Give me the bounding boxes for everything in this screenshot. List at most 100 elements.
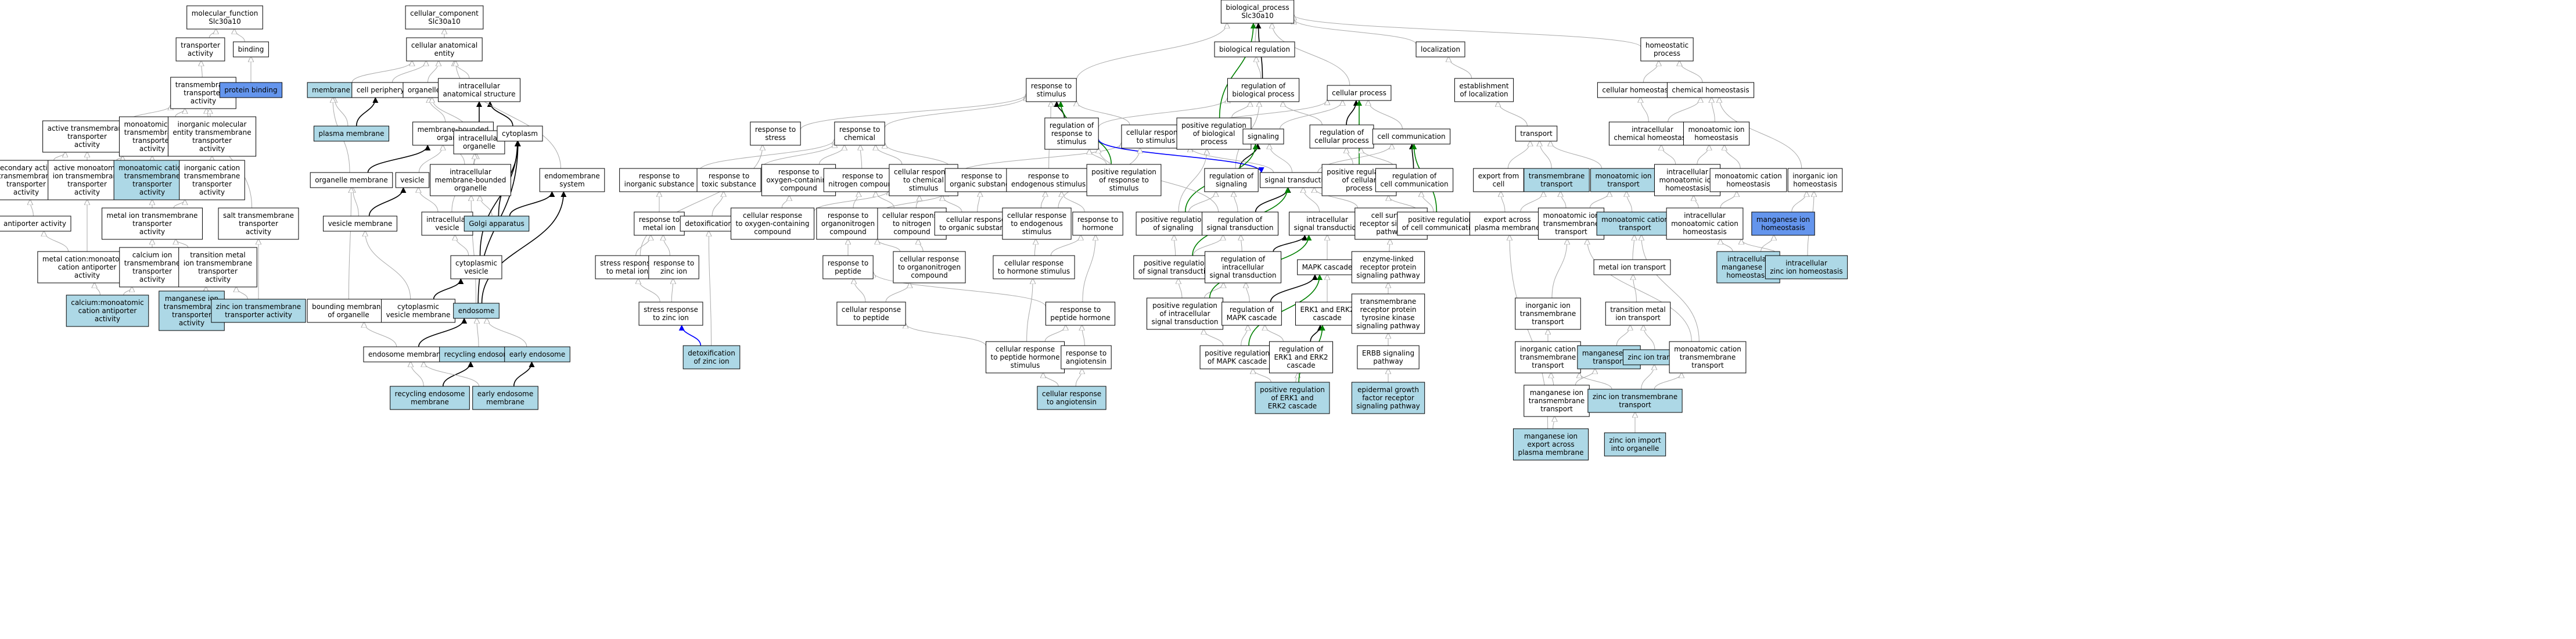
relation-edge-isa xyxy=(391,61,426,83)
go-term-label: response to xyxy=(1031,82,1072,90)
go-term-box xyxy=(1269,341,1334,374)
go-term-node: endosome xyxy=(453,303,500,319)
relation-edge-part xyxy=(1270,274,1318,303)
relation-edge-isa xyxy=(1303,188,1320,213)
go-term-label: binding xyxy=(238,45,264,53)
go-term-label: transmembrane xyxy=(1543,220,1600,228)
go-term-label: cellular response xyxy=(882,211,942,220)
go-term-label: stimulus xyxy=(1022,228,1052,236)
go-term-label: homeostasis xyxy=(1665,184,1709,192)
go-term-box xyxy=(1086,164,1162,196)
relation-edge-isa xyxy=(876,192,894,209)
go-term-label: to zinc ion xyxy=(653,314,689,322)
relation-edge-part xyxy=(1310,325,1323,342)
go-term-label: system xyxy=(559,180,584,188)
go-term-box xyxy=(211,299,306,323)
go-term-label: positive regulation xyxy=(1408,216,1473,224)
relation-edge-isa xyxy=(123,287,132,296)
relation-edge-isa xyxy=(1694,196,1699,209)
go-term-node: calcium iontransmembranetransporteractiv… xyxy=(119,247,185,288)
relation-edge-isa xyxy=(1697,145,1709,165)
go-term-label: compound xyxy=(911,271,947,279)
go-term-label: organelle xyxy=(463,142,495,150)
go-term-label: plasma membrane xyxy=(1474,224,1540,232)
go-term-label: biological_process xyxy=(1226,3,1289,12)
relation-edge-isa xyxy=(1231,102,1251,119)
relation-edge-isa xyxy=(455,235,469,256)
relation-edge-isa xyxy=(1641,365,1654,390)
go-term-label: recycling endosome xyxy=(444,350,515,358)
go-term-label: organelle xyxy=(408,86,440,94)
go-term-label: transmembrane xyxy=(1520,353,1576,361)
go-term-label: transport xyxy=(1540,180,1573,188)
go-term-label: calcium:monoatomic xyxy=(71,299,144,307)
go-term-box xyxy=(1473,168,1524,192)
relation-edge-isa xyxy=(1501,192,1506,213)
relation-edge-isa xyxy=(1265,325,1284,342)
go-term-label: compound xyxy=(780,184,817,192)
go-term-label: organic substance xyxy=(950,180,1014,188)
go-term-label: ERBB signaling xyxy=(1362,349,1414,357)
go-term-box xyxy=(1136,211,1211,236)
go-term-label: process xyxy=(1346,184,1373,192)
go-term-label: MAPK cascade xyxy=(1302,263,1353,271)
relation-edge-reg xyxy=(1098,139,1264,173)
relation-edge-isa xyxy=(423,362,480,387)
go-term-label: establishment xyxy=(1459,82,1509,90)
go-term-box xyxy=(1666,207,1744,240)
relation-edge-isa xyxy=(1314,188,1358,209)
relation-edge-part xyxy=(479,141,520,256)
relation-edge-isa xyxy=(1234,192,1238,213)
go-term-label: activity xyxy=(246,228,271,236)
go-term-label: transporter xyxy=(192,137,232,145)
go-term-label: stress xyxy=(765,134,786,142)
go-term-label: monoatomic ion xyxy=(1688,125,1744,134)
go-term-box xyxy=(836,301,906,326)
go-term-label: transporter xyxy=(132,180,172,188)
relation-edge-isa xyxy=(1724,145,1741,169)
go-term-label: response to xyxy=(639,172,680,180)
relation-edge-isa xyxy=(53,152,66,161)
go-term-label: response to xyxy=(1028,172,1069,180)
go-term-label: regulation of xyxy=(1218,216,1263,224)
go-term-node: vesicle membrane xyxy=(323,216,397,232)
relation-edge-part xyxy=(355,97,379,127)
relation-edge-isa xyxy=(671,279,673,303)
go-term-label: of ERK1 and xyxy=(1271,394,1313,402)
relation-edge-isa xyxy=(1640,98,1649,123)
go-term-node: metal ion transmembranetransporteractivi… xyxy=(102,207,203,240)
relation-edge-isa xyxy=(1179,279,1183,299)
relation-edge-isa xyxy=(942,196,962,213)
go-term-label: cellular homeostasis xyxy=(1602,86,1673,94)
go-term-box xyxy=(179,160,245,200)
go-term-label: early endosome xyxy=(477,390,534,398)
relation-edge-isa xyxy=(1204,283,1224,299)
go-term-box xyxy=(351,82,409,98)
relation-edge-isa xyxy=(1044,325,1065,342)
go-term-label: plasma membrane xyxy=(318,130,384,138)
go-term-label: cellular process xyxy=(1332,89,1386,97)
go-term-label: transporter xyxy=(132,267,172,275)
go-term-label: signal transduction xyxy=(1294,224,1361,232)
relation-edge-pos xyxy=(1248,274,1323,346)
go-term-label: activity xyxy=(13,188,39,196)
go-term-box xyxy=(175,37,225,62)
go-term-label: plasma membrane xyxy=(1518,448,1583,457)
go-term-label: inorganic cation xyxy=(184,164,240,172)
go-term-label: regulation of xyxy=(1209,172,1254,180)
go-term-label: intracellular xyxy=(1222,263,1264,271)
go-term-label: positive regulation xyxy=(1181,121,1246,130)
